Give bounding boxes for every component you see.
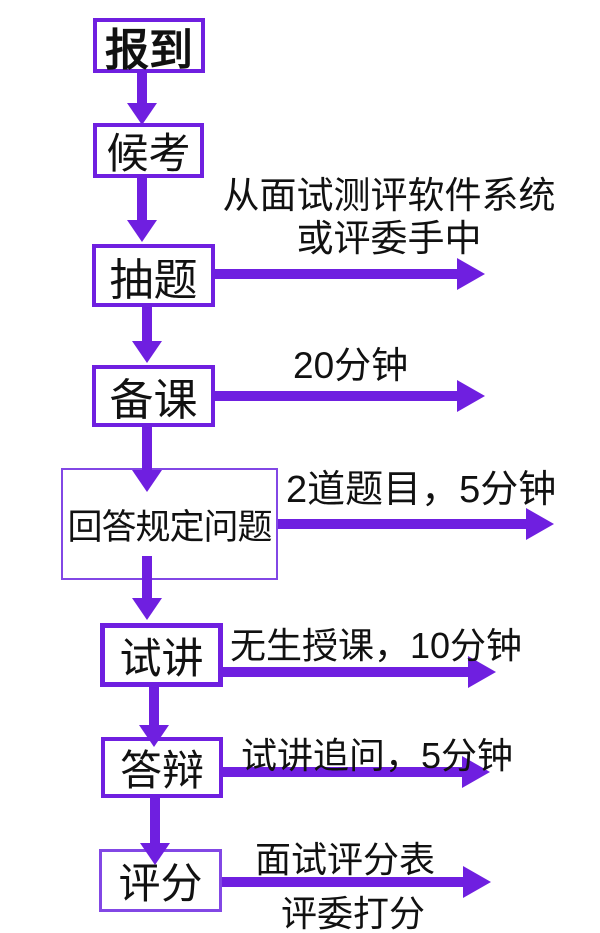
arrow-lecture-to-defense-shaft xyxy=(149,687,159,727)
arrow-defense-to-score-shaft xyxy=(150,798,160,845)
node-lesson-prep: 备课 xyxy=(92,365,215,427)
node-lesson-prep-label: 备课 xyxy=(109,376,198,425)
arrow-answer-out-shaft xyxy=(278,519,528,529)
node-answer-questions-label: 回答规定问题 xyxy=(67,507,272,547)
arrow-lecture-to-defense-head xyxy=(139,725,169,747)
arrow-prep-out-shaft xyxy=(215,391,459,401)
arrow-score-out-head xyxy=(463,866,491,898)
node-trial-lecture-label: 试讲 xyxy=(119,634,204,682)
arrow-prep-to-answer-head xyxy=(132,470,162,492)
arrow-answer-to-lecture-head xyxy=(132,598,162,620)
arrow-answer-out-head xyxy=(526,508,554,540)
arrow-defense-out-shaft xyxy=(223,767,464,777)
node-defense-label: 答辩 xyxy=(119,747,204,794)
arrow-draw-to-prep-head xyxy=(132,341,162,363)
arrow-defense-out-head xyxy=(462,756,490,788)
arrow-answer-to-lecture-shaft xyxy=(142,556,152,600)
arrow-checkin-to-waiting-shaft xyxy=(137,72,147,105)
node-checkin-label: 报到 xyxy=(105,25,193,75)
note-defense-detail: 试讲追问，5分钟 xyxy=(241,735,514,776)
arrow-draw-out-head xyxy=(457,258,485,290)
node-waiting-label: 候考 xyxy=(106,130,191,177)
arrow-draw-to-prep-shaft xyxy=(142,307,152,343)
node-waiting: 候考 xyxy=(93,123,204,178)
arrow-prep-to-answer-shaft xyxy=(142,427,152,472)
arrow-score-out-shaft xyxy=(222,877,465,887)
node-draw-question: 抽题 xyxy=(92,244,215,307)
note-score-sheet: 面试评分表 xyxy=(255,839,436,880)
arrow-checkin-to-waiting-head xyxy=(127,103,157,125)
note-draw-source-line1: 从面试测评软件系统 xyxy=(222,175,556,216)
node-checkin: 报到 xyxy=(93,18,205,75)
arrow-waiting-to-draw-head xyxy=(127,220,157,242)
note-answer-detail: 2道题目，5分钟 xyxy=(286,469,557,511)
note-draw-source-line2: 或评委手中 xyxy=(296,218,482,259)
note-score-judges: 评委打分 xyxy=(281,893,426,933)
note-lecture-detail: 无生授课，10分钟 xyxy=(230,625,523,666)
arrow-waiting-to-draw-shaft xyxy=(137,177,147,222)
note-prep-duration: 20分钟 xyxy=(293,345,409,386)
arrow-draw-out-shaft xyxy=(215,269,459,279)
node-answer-questions: 回答规定问题 xyxy=(61,468,278,580)
arrow-lecture-out-head xyxy=(468,656,496,688)
node-trial-lecture: 试讲 xyxy=(100,623,223,687)
arrow-defense-to-score-head xyxy=(140,843,170,865)
arrow-lecture-out-shaft xyxy=(223,667,470,677)
arrow-prep-out-head xyxy=(457,380,485,412)
node-scoring-label: 评分 xyxy=(118,860,203,907)
node-draw-question-label: 抽题 xyxy=(109,255,198,305)
